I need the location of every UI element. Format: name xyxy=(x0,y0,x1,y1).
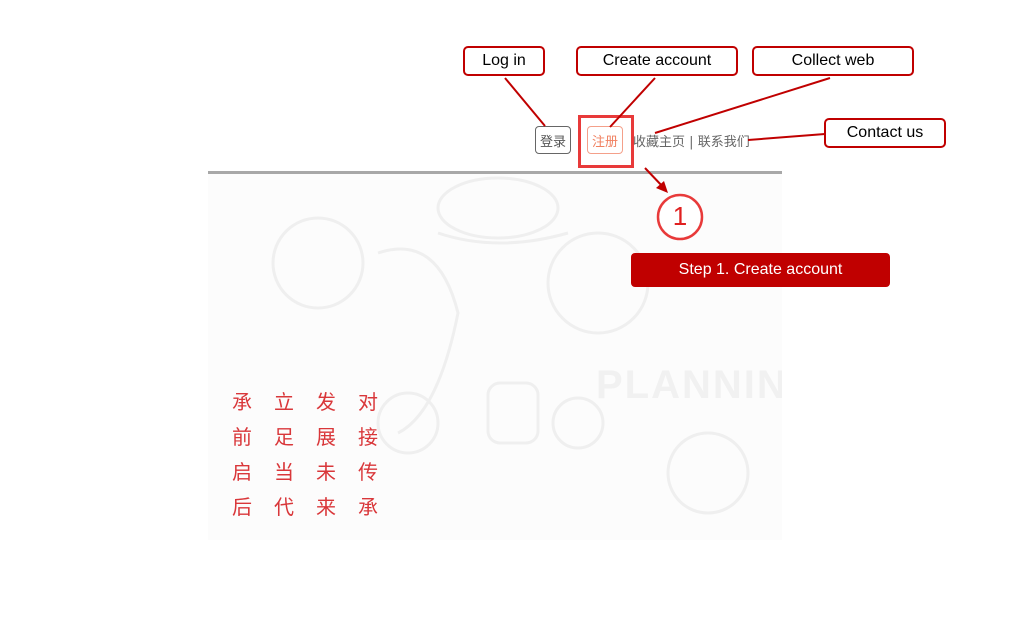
poem-char: 发 xyxy=(316,390,336,414)
login-button[interactable]: 登录 xyxy=(535,126,571,154)
poem-char: 前 xyxy=(232,425,252,449)
callout-collect-web: Collect web xyxy=(752,46,914,76)
poem-char: 对 xyxy=(358,390,378,414)
poem-grid: 承立发对 前足展接 启当未传 后代来承 xyxy=(232,386,400,519)
arrow-head-icon xyxy=(656,181,668,193)
register-button[interactable]: 注册 xyxy=(587,126,623,154)
poem-char: 足 xyxy=(274,425,294,449)
step-label-banner: Step 1. Create account xyxy=(631,253,890,287)
poem-char: 代 xyxy=(274,495,294,519)
collect-link[interactable]: 收藏主页 xyxy=(633,135,686,150)
poem-char: 未 xyxy=(316,460,336,484)
callout-login: Log in xyxy=(463,46,545,76)
step-number-circle xyxy=(656,193,704,241)
poem-char: 立 xyxy=(274,390,294,414)
contact-link[interactable]: 联系我们 xyxy=(697,135,750,150)
planning-watermark: PLANNIN xyxy=(596,363,782,407)
poem-char: 当 xyxy=(274,460,294,484)
callout-create-account: Create account xyxy=(576,46,738,76)
poem-char: 来 xyxy=(316,495,336,519)
callout-contact-us: Contact us xyxy=(824,118,946,148)
poem-char: 展 xyxy=(316,425,336,449)
poem-char: 启 xyxy=(232,460,252,484)
poem-char: 承 xyxy=(358,495,378,519)
poem-char: 后 xyxy=(232,495,252,519)
register-highlight-box xyxy=(578,115,634,168)
header-divider xyxy=(208,171,782,174)
step-number: 1 xyxy=(672,201,688,231)
header-links: 收藏主页 | 联系我们 xyxy=(633,131,750,150)
poem-char: 接 xyxy=(358,425,378,449)
poem-char: 承 xyxy=(232,390,252,414)
poem-char: 传 xyxy=(358,460,378,484)
link-separator: | xyxy=(689,135,694,150)
doodle-background-icon xyxy=(271,176,750,515)
